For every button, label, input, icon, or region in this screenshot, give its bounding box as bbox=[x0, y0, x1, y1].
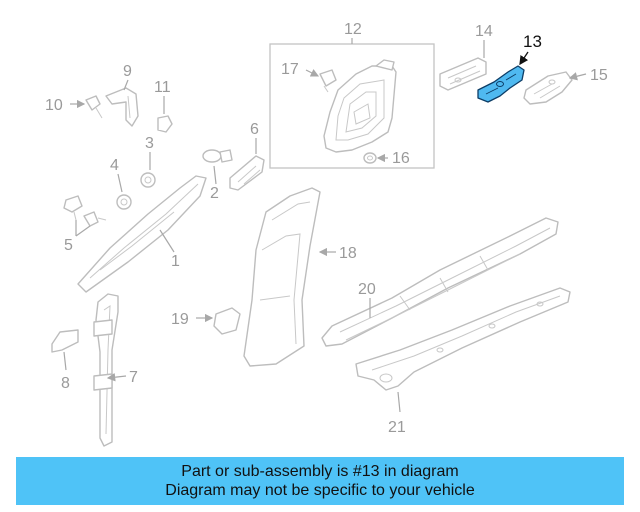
callout-16: 16 bbox=[392, 150, 410, 167]
part-21 bbox=[355, 287, 571, 391]
banner-line-1: Part or sub-assembly is #13 in diagram bbox=[181, 463, 459, 480]
callout-18: 18 bbox=[339, 245, 357, 262]
callout-12: 12 bbox=[344, 21, 362, 38]
callout-3: 3 bbox=[145, 135, 154, 152]
info-banner: Part or sub-assembly is #13 in diagram D… bbox=[16, 457, 624, 505]
part-19 bbox=[213, 307, 241, 335]
callout-1: 1 bbox=[171, 253, 180, 270]
part-17 bbox=[319, 69, 337, 93]
callout-9: 9 bbox=[123, 63, 132, 80]
part-3 bbox=[140, 172, 156, 188]
part-5 bbox=[63, 195, 107, 227]
callout-13: 13 bbox=[523, 32, 542, 51]
callout-21: 21 bbox=[388, 419, 406, 436]
callout-11: 11 bbox=[154, 79, 171, 96]
part-16 bbox=[363, 152, 377, 164]
callout-17: 17 bbox=[281, 61, 299, 78]
part-14 bbox=[439, 57, 487, 91]
callout-5: 5 bbox=[64, 237, 73, 254]
part-12 bbox=[323, 59, 397, 153]
callout-15: 15 bbox=[590, 67, 608, 84]
part-9 bbox=[105, 87, 139, 127]
part-1 bbox=[77, 175, 207, 293]
banner-line-2: Diagram may not be specific to your vehi… bbox=[165, 482, 475, 499]
callout-2: 2 bbox=[210, 185, 219, 202]
part-15 bbox=[523, 71, 573, 105]
callout-7: 7 bbox=[129, 369, 138, 386]
callout-10: 10 bbox=[45, 97, 63, 114]
part-2 bbox=[202, 149, 233, 163]
callout-4: 4 bbox=[110, 157, 119, 174]
part-11 bbox=[157, 115, 173, 133]
part-18 bbox=[243, 187, 321, 367]
callout-14: 14 bbox=[475, 23, 493, 40]
part-8 bbox=[51, 329, 79, 353]
callout-20: 20 bbox=[358, 281, 376, 298]
part-6 bbox=[229, 155, 265, 191]
part-20 bbox=[321, 217, 559, 347]
part-13-highlighted[interactable] bbox=[477, 65, 525, 103]
part-7 bbox=[93, 293, 119, 447]
part-4 bbox=[116, 194, 132, 210]
callout-8: 8 bbox=[61, 375, 70, 392]
callout-19: 19 bbox=[171, 311, 189, 328]
part-10 bbox=[85, 95, 103, 119]
callout-6: 6 bbox=[250, 121, 259, 138]
